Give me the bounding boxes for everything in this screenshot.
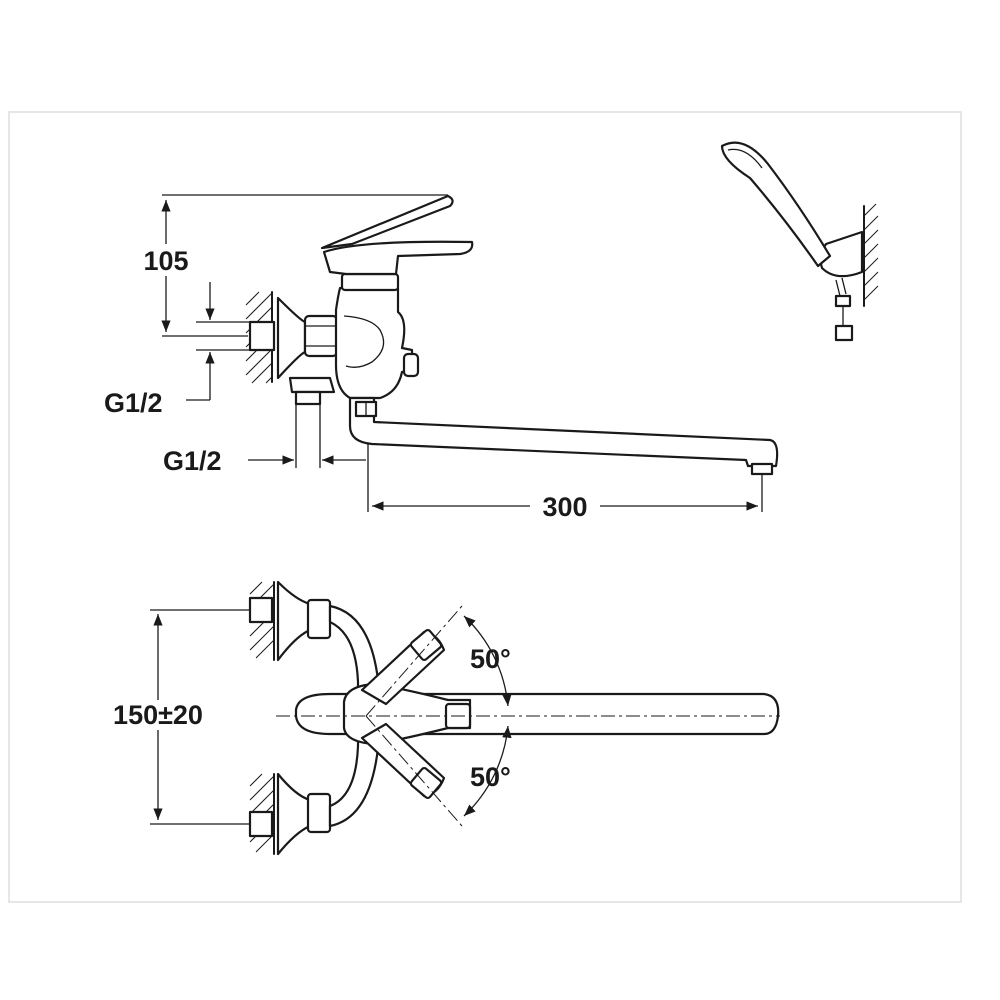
dim-outlet-thread-label: G1/2	[163, 446, 222, 476]
top-view: 50° 50° 150±20	[96, 580, 780, 856]
hand-shower-view	[720, 141, 879, 342]
lower-rosette	[276, 772, 312, 856]
upper-eccentric-nut	[306, 598, 332, 640]
side-view: 105 G1/2 G1/2 300	[104, 194, 779, 522]
mixer-body	[334, 286, 414, 400]
lower-inlet-pipe	[294, 390, 322, 406]
dim-height-label: 105	[143, 246, 188, 276]
spout-aerator	[750, 462, 774, 476]
lower-wall-connector	[248, 810, 274, 838]
hose-nut	[834, 294, 852, 308]
upper-wall-connector	[248, 596, 274, 624]
wall-connector	[248, 320, 276, 352]
angle-arc-upper	[463, 615, 512, 707]
angle-arc-lower	[463, 725, 512, 817]
dim-centers-label: 150±20	[113, 700, 203, 730]
cartridge-cap	[340, 272, 400, 292]
lever-handle	[322, 240, 474, 276]
hose-connector	[834, 324, 854, 342]
dim-spout-length-label: 300	[542, 492, 587, 522]
drawing-frame	[8, 111, 962, 903]
body-arm	[328, 604, 380, 828]
angle-upper-label: 50°	[470, 644, 511, 674]
lower-eccentric-nut	[306, 792, 332, 834]
shower-hose	[835, 277, 847, 297]
angle-lower-label: 50°	[470, 762, 511, 792]
diverter-knob	[402, 352, 420, 378]
spout	[348, 396, 779, 468]
rosette	[276, 296, 307, 380]
upper-rosette	[276, 580, 312, 662]
wall-hatch-shower	[863, 203, 879, 301]
eccentric-nut	[303, 314, 339, 358]
dim-inlet-thread-label: G1/2	[104, 388, 163, 418]
lower-inlet	[288, 376, 336, 394]
shower-handle	[720, 141, 832, 268]
lever-raised	[320, 194, 454, 250]
